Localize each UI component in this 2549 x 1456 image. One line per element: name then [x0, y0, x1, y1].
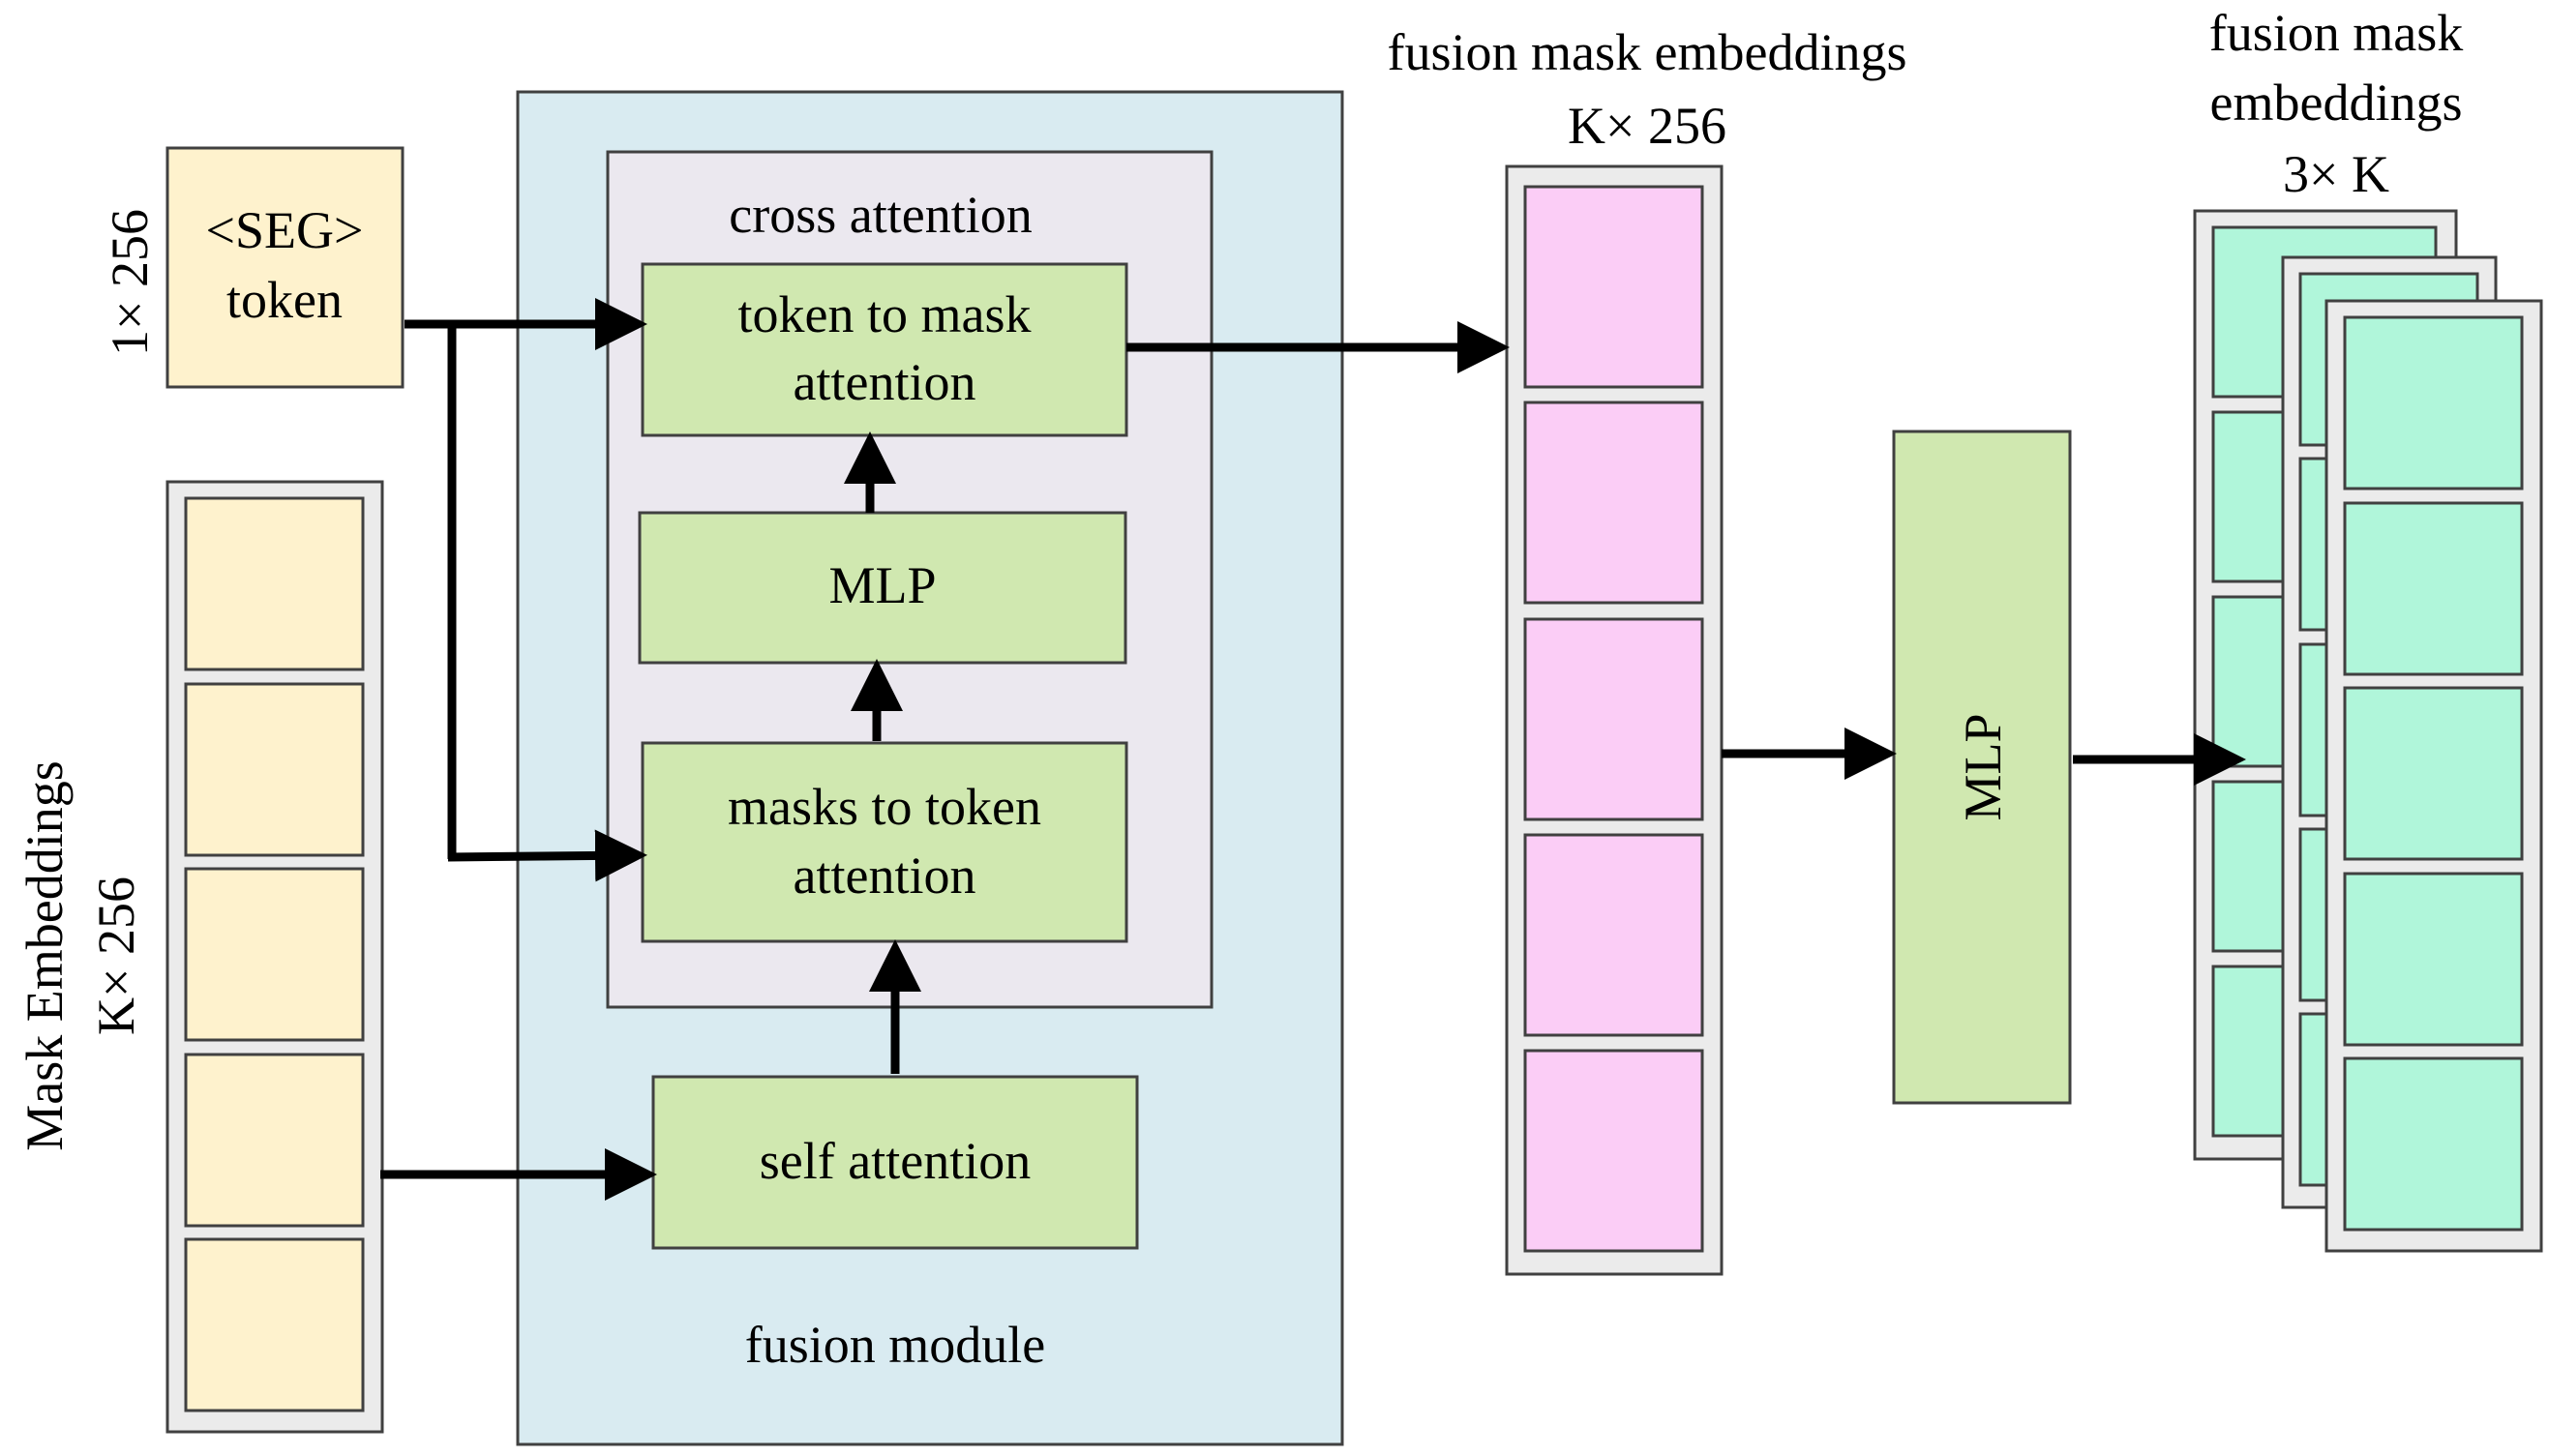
mask-embedding-cell: [184, 1237, 365, 1412]
output-cell: [2343, 686, 2524, 861]
fusion-module-label: fusion module: [745, 1316, 1045, 1374]
fusion-embedding-cell: [1523, 185, 1704, 389]
fusion-embedding-cell: [1523, 617, 1704, 821]
seg-token-label-line1: <SEG>: [206, 201, 364, 259]
fusion-embeddings-title: fusion mask embeddings: [1388, 23, 1907, 81]
mlp-outer-label: MLP: [1954, 713, 2012, 820]
cross-attention-label: cross attention: [729, 186, 1032, 244]
mask-embedding-cell: [184, 1053, 365, 1228]
mask-embedding-cell: [184, 682, 365, 857]
self-attention-label: self attention: [760, 1132, 1031, 1190]
output-cell: [2343, 315, 2524, 490]
token-to-mask-attention-block: [641, 262, 1128, 437]
output-dim: 3× K: [2283, 145, 2389, 203]
mask-embedding-cell: [184, 867, 365, 1042]
masks-to-token-label-line1: masks to token: [728, 778, 1041, 836]
output-cell: [2343, 872, 2524, 1047]
fusion-embedding-cell: [1523, 401, 1704, 605]
masks-to-token-attention-block: [641, 741, 1128, 943]
mask-embedding-cell: [184, 496, 365, 671]
output-title-line1: fusion mask: [2209, 4, 2464, 62]
fusion-embedding-cell: [1523, 1049, 1704, 1253]
mask-embeddings-title: Mask Embeddings: [15, 760, 74, 1150]
mask-embeddings-dim: K× 256: [87, 877, 145, 1035]
token-to-mask-label-line1: token to mask: [738, 285, 1032, 343]
seg-token-label-line2: token: [226, 271, 343, 329]
seg-token-box: [165, 146, 405, 389]
token-to-mask-label-line2: attention: [794, 353, 976, 411]
connectors: [380, 298, 2246, 1201]
mlp-inner-block: [638, 511, 1127, 665]
output-title-line2: embeddings: [2210, 74, 2463, 132]
fusion-embedding-cells: [1523, 185, 1704, 1253]
mlp-inner-label: MLP: [828, 556, 936, 614]
masks-to-token-label-line2: attention: [794, 847, 976, 905]
output-cell: [2343, 1056, 2524, 1232]
fusion-embeddings-dim: K× 256: [1568, 97, 1726, 155]
output-cell: [2343, 501, 2524, 676]
self-attention-block: [651, 1075, 1139, 1250]
fusion-embedding-cell: [1523, 833, 1704, 1037]
seg-token-dim-label: 1× 256: [101, 209, 159, 356]
mask-embedding-cells: [184, 496, 365, 1412]
output-stack-front: [2324, 299, 2543, 1253]
seg-token-to-masks-to-token-arrow: [447, 829, 647, 882]
